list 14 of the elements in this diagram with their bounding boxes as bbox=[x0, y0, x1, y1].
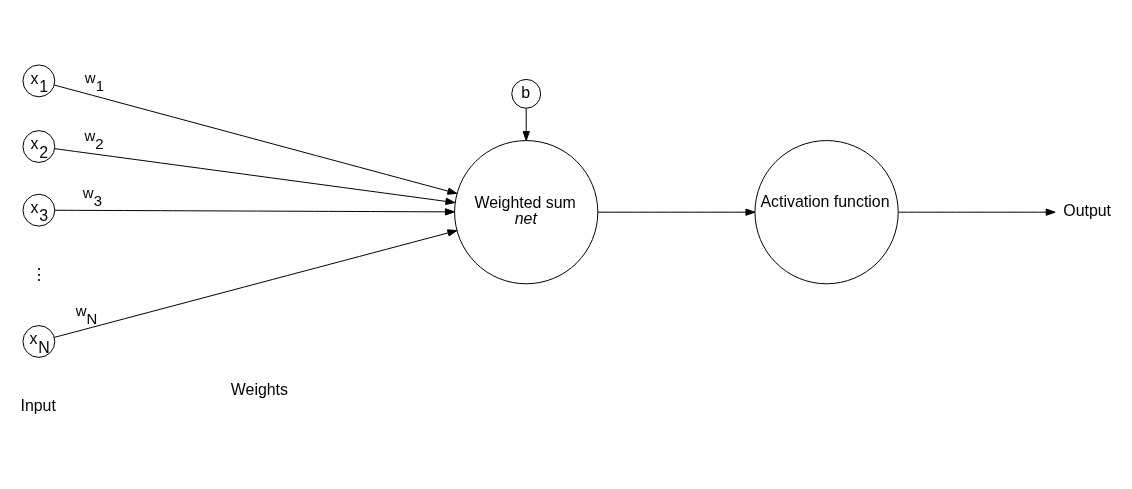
label: Weights bbox=[230, 380, 288, 398]
arrow bbox=[597, 208, 756, 216]
arrow bbox=[522, 107, 530, 141]
arrow bbox=[54, 207, 455, 215]
label: Input bbox=[20, 396, 56, 414]
arrow bbox=[897, 208, 1056, 216]
node-circle: b bbox=[511, 78, 542, 109]
arrow bbox=[53, 84, 458, 195]
node-circle: Weighted sum net bbox=[454, 139, 599, 284]
node-text: Output bbox=[1063, 201, 1112, 219]
label: ⋮ bbox=[30, 265, 47, 283]
node-circle: Activation function bbox=[754, 139, 899, 284]
arrow bbox=[54, 147, 456, 205]
arrow bbox=[53, 228, 458, 338]
